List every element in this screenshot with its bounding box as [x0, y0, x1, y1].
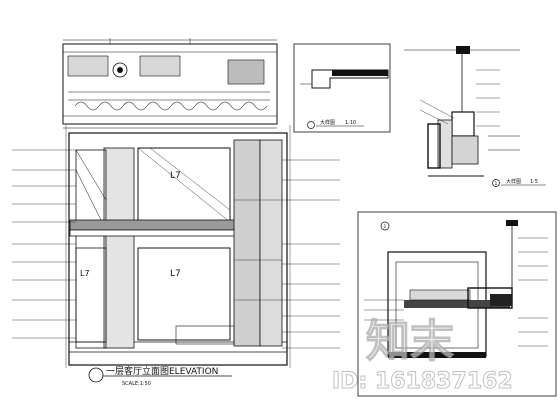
detail-b-label: 大样图: [506, 178, 521, 185]
detail-c-index: 1: [384, 224, 387, 230]
detail-a-cornice: 大样图 1:10: [293, 43, 391, 133]
main-title: 一层客厅立面图ELEVATION: [106, 365, 218, 377]
window-mark-lower-right: L7: [170, 269, 181, 279]
main-elevation: L7 L7 L7: [12, 125, 340, 368]
window-mark-lower-left: L7: [80, 269, 90, 278]
main-title-block: 一层客厅立面图ELEVATION SCALE:1:50: [88, 365, 232, 387]
watermark-logo-text: 知末: [366, 316, 454, 367]
detail-b-scale: 1:5: [530, 179, 538, 185]
plan-section-top: [62, 38, 278, 129]
detail-a-label: 大样图: [320, 119, 335, 126]
detail-a-scale: 1:10: [345, 120, 356, 126]
detail-b-index: 1: [495, 181, 498, 187]
watermark-logo: 知末: [365, 315, 454, 367]
window-mark-upper: L7: [170, 171, 181, 181]
detail-c-section: 1: [357, 211, 557, 397]
watermark-id: ID: 161837162: [332, 369, 513, 394]
main-scale: SCALE:1:50: [122, 381, 151, 387]
detail-b-ceiling: 1 大样图 1:5: [404, 46, 546, 187]
